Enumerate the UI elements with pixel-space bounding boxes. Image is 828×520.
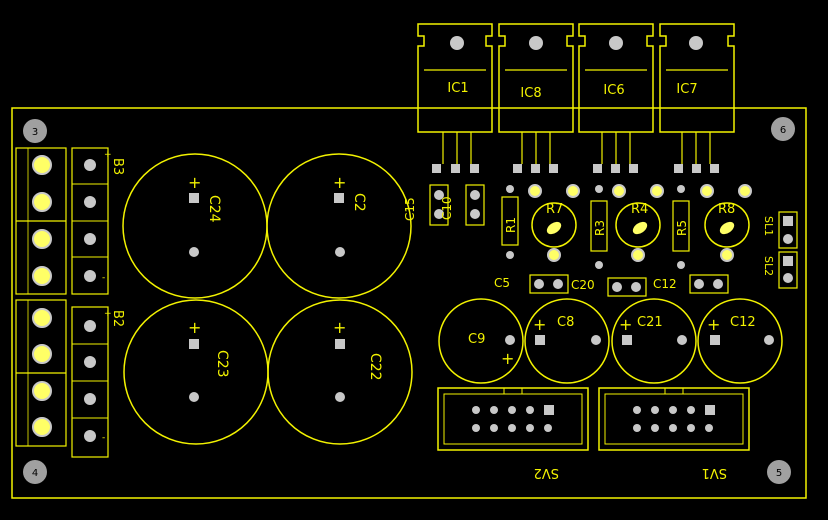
mount-hole-6: 6 bbox=[771, 117, 795, 141]
capacitor-label: C22 bbox=[367, 353, 383, 381]
mount-hole-4: 4 bbox=[23, 460, 47, 484]
jumper-sl1: SL1 bbox=[762, 211, 798, 249]
capacitor-c12: + C12 bbox=[697, 298, 783, 384]
capacitor-label: C21 bbox=[637, 315, 663, 330]
capacitor-c12-film: C12 bbox=[653, 274, 729, 294]
terminal-block-b2: + - B2 bbox=[15, 299, 125, 458]
mount-hole-label: 5 bbox=[776, 468, 782, 479]
capacitor-label: C2 bbox=[351, 193, 367, 212]
resistor-r1: R1 bbox=[501, 185, 519, 259]
connector-label: SV2 bbox=[534, 465, 559, 480]
resistor-r5: R5 bbox=[672, 185, 690, 269]
ic-label: IC7 bbox=[676, 82, 697, 97]
terminal-block-b3: + - B3 bbox=[15, 147, 125, 295]
resistor-r3: R3 bbox=[590, 185, 608, 269]
trimmer-label: R4 bbox=[631, 202, 648, 217]
polarity-plus-label: + bbox=[533, 315, 546, 334]
jumper-sl2: SL2 bbox=[762, 251, 798, 289]
capacitor-label: C9 bbox=[468, 332, 485, 347]
capacitor-label: C10 bbox=[440, 196, 454, 220]
capacitor-c10: C10 bbox=[440, 184, 485, 226]
capacitor-c20b bbox=[607, 277, 647, 297]
capacitor-c9: C9 + bbox=[438, 298, 524, 384]
polarity-minus-label: - bbox=[102, 433, 105, 443]
polarity-plus-label: + bbox=[188, 173, 201, 192]
connector-label: B3 bbox=[110, 158, 125, 175]
ic-ic1: IC1 bbox=[417, 23, 493, 173]
capacitor-label: C23 bbox=[214, 350, 230, 378]
capacitor-c21: + C21 bbox=[611, 298, 697, 384]
capacitor-c20: C20 bbox=[529, 274, 595, 294]
polarity-plus-label: + bbox=[707, 315, 720, 334]
capacitor-label: C8 bbox=[557, 315, 574, 330]
capacitor-c8: + C8 bbox=[524, 298, 610, 384]
capacitor-c22: + C22 bbox=[267, 299, 413, 445]
trimmer-r7: R7 bbox=[528, 184, 580, 262]
polarity-plus-label: + bbox=[333, 318, 346, 337]
connector-label: B2 bbox=[110, 310, 125, 327]
ic-label: IC6 bbox=[603, 83, 624, 98]
polarity-plus-label: + bbox=[619, 315, 632, 334]
capacitor-label: C5 bbox=[494, 276, 510, 290]
polarity-plus-label: + bbox=[104, 150, 112, 160]
ic-ic7: IC7 bbox=[659, 23, 735, 173]
polarity-plus-label: + bbox=[188, 318, 201, 337]
capacitor-label: C20 bbox=[571, 278, 595, 292]
connector-label: SV1 bbox=[702, 465, 727, 480]
mount-hole-3: 3 bbox=[23, 119, 47, 143]
resistor-label: R5 bbox=[675, 220, 689, 236]
ic-ic6: IC6 bbox=[578, 23, 654, 173]
capacitor-label: C15 bbox=[403, 197, 417, 221]
trimmer-r4: R4 bbox=[612, 184, 664, 262]
polarity-plus-label: + bbox=[501, 349, 514, 368]
ic-label: IC1 bbox=[447, 81, 468, 96]
mount-hole-5: 5 bbox=[767, 460, 791, 484]
trimmer-r8: R8 bbox=[700, 184, 752, 262]
capacitor-label: C24 bbox=[206, 195, 222, 223]
capacitor-c24: + C24 bbox=[122, 153, 268, 299]
mount-hole-label: 6 bbox=[780, 125, 786, 136]
header-sv1: SV1 bbox=[598, 387, 750, 480]
board-outline bbox=[11, 107, 807, 499]
connector-label: SL1 bbox=[762, 216, 775, 236]
capacitor-label: C12 bbox=[730, 315, 756, 330]
capacitor-c15: C15 bbox=[403, 184, 449, 226]
trimmer-label: R7 bbox=[546, 202, 563, 217]
ic-ic8: IC8 bbox=[498, 23, 574, 173]
polarity-plus-label: + bbox=[333, 173, 346, 192]
polarity-plus-label: + bbox=[104, 309, 112, 319]
capacitor-label: C12 bbox=[653, 277, 677, 291]
capacitor-c2: + C2 bbox=[266, 153, 412, 299]
mount-hole-label: 3 bbox=[32, 127, 38, 138]
resistor-label: R3 bbox=[593, 220, 607, 236]
capacitor-c23: + C23 bbox=[123, 299, 269, 445]
connector-label: SL2 bbox=[762, 256, 775, 276]
mount-hole-label: 4 bbox=[32, 468, 38, 479]
trimmer-label: R8 bbox=[718, 202, 735, 217]
ic-label: IC8 bbox=[520, 86, 541, 101]
polarity-minus-label: - bbox=[102, 273, 105, 283]
capacitor-c5: C5 bbox=[494, 276, 510, 290]
resistor-label: R1 bbox=[504, 217, 518, 233]
header-sv2: SV2 bbox=[437, 387, 589, 480]
